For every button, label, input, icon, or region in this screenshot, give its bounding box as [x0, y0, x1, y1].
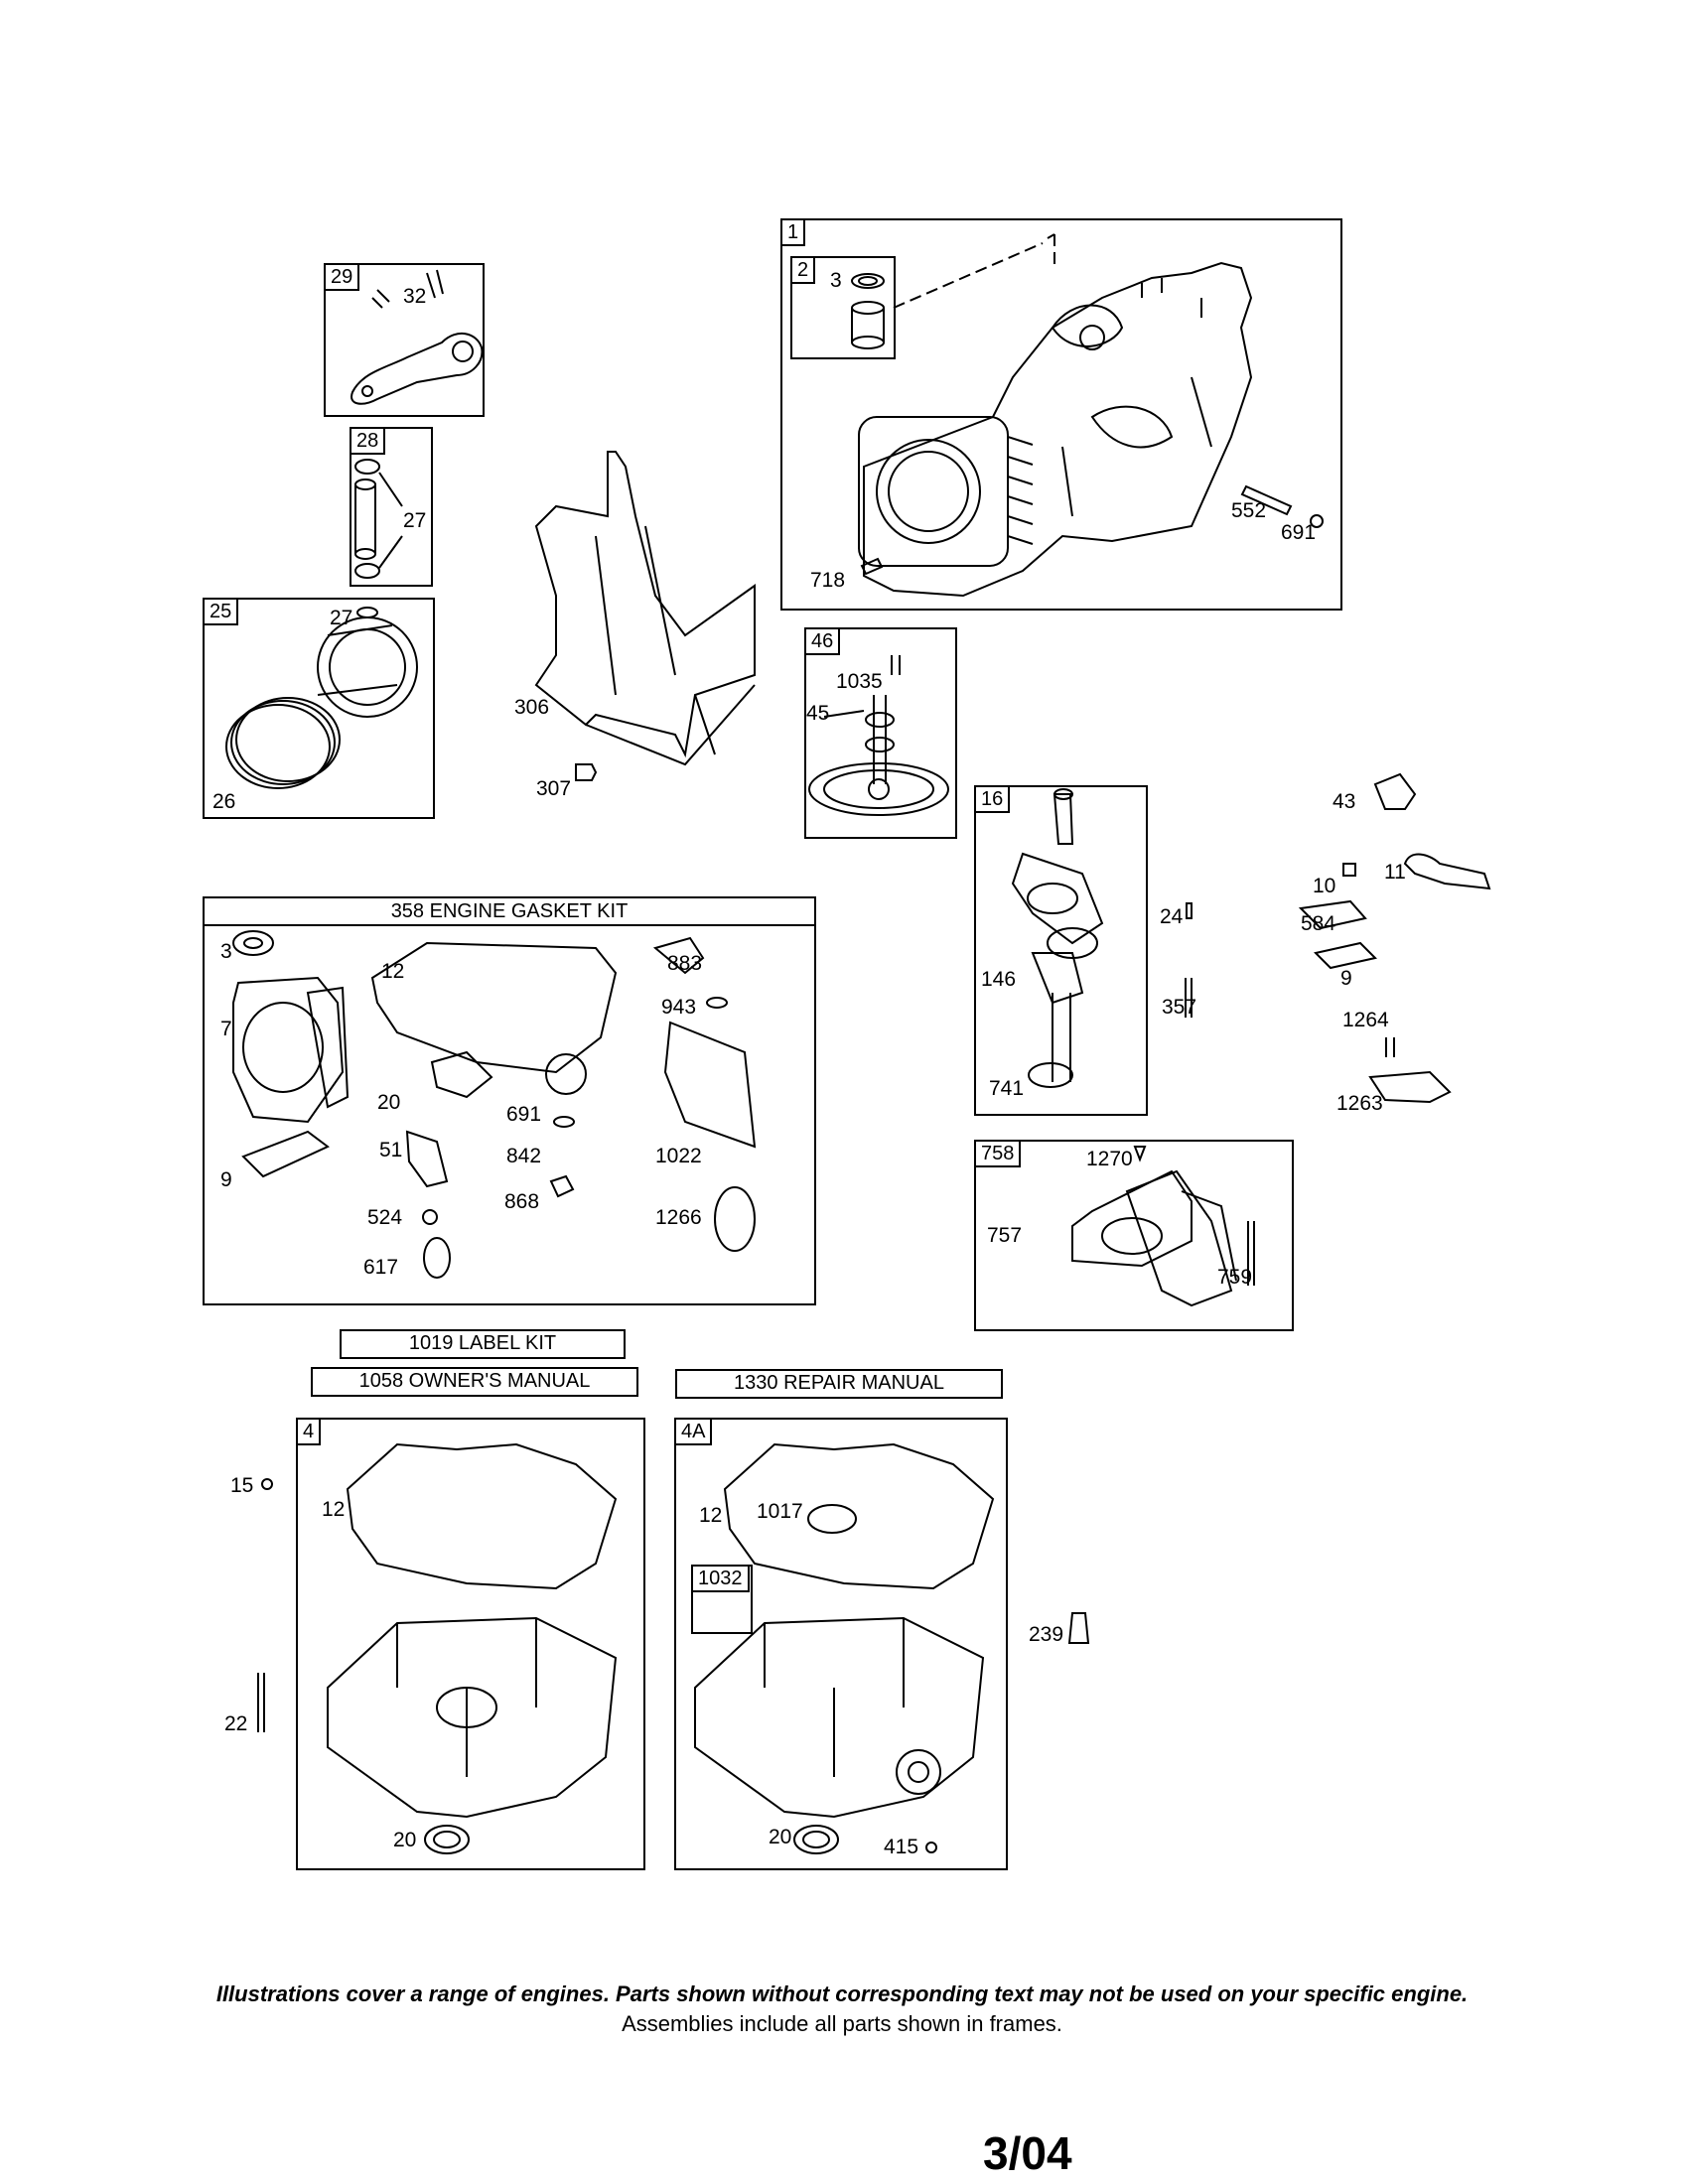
part-label: 32	[403, 285, 427, 308]
frame-16-tag: 16	[976, 787, 1011, 813]
governor-drawing	[1071, 1146, 1255, 1307]
gasket-label: 1022	[655, 1145, 702, 1167]
part-label: 759	[1217, 1266, 1253, 1289]
part-label: 27	[330, 607, 353, 629]
part-label: 20	[393, 1829, 417, 1851]
part-label: 357	[1162, 996, 1197, 1019]
piston-pin-drawing	[354, 459, 403, 579]
crankshaft-drawing	[1011, 788, 1104, 1088]
gasket-label: 1266	[655, 1206, 702, 1229]
part-label: 10	[1313, 875, 1336, 897]
frame-4a-oil-pan: 4A	[674, 1418, 1008, 1870]
part-label: 3	[830, 269, 842, 292]
gasket-label: 691	[506, 1103, 542, 1126]
gasket-label: 51	[379, 1139, 403, 1161]
part-label: 26	[212, 790, 236, 813]
part-label: 741	[989, 1077, 1025, 1100]
gasket-label: 7	[220, 1018, 232, 1040]
frame-2-bushing: 2	[790, 256, 896, 359]
assembly-note: Assemblies include all parts shown in fr…	[622, 2011, 1062, 2036]
frame-16-crankshaft: 16	[974, 785, 1148, 1116]
frame-4-tag: 4	[298, 1420, 322, 1445]
frame-4-oil-pan: 4	[296, 1418, 645, 1870]
repair-manual-box: 1330 REPAIR MANUAL	[675, 1369, 1003, 1399]
part-label: 27	[403, 509, 427, 532]
frame-29-rod: 29	[324, 263, 485, 417]
part-label: 584	[1301, 912, 1336, 935]
piston-drawing	[225, 607, 418, 789]
cylinder-block-drawing	[858, 261, 1253, 598]
gasket-label: 20	[377, 1091, 401, 1114]
frame-28-tag: 28	[351, 429, 386, 455]
frame-28-pin: 28	[350, 427, 433, 587]
frame-25-tag: 25	[205, 600, 239, 625]
part-label: 12	[322, 1498, 346, 1521]
part-label: 22	[224, 1712, 248, 1735]
frame-1032: 1032	[691, 1565, 753, 1634]
gasket-kit-drawing	[232, 930, 757, 1279]
label-kit-box: 1019 LABEL KIT	[340, 1329, 626, 1359]
part-label: 15	[230, 1474, 254, 1497]
bushing-drawing	[851, 273, 885, 349]
part-label: 306	[514, 696, 550, 719]
camshaft-drawing	[808, 655, 949, 816]
frame-1-tag: 1	[782, 220, 806, 246]
gasket-label: 3	[220, 940, 232, 963]
part-label: 43	[1333, 790, 1356, 813]
part-label: 1263	[1336, 1092, 1383, 1115]
part-label: 9	[1340, 967, 1352, 990]
frame-1032-tag: 1032	[693, 1567, 750, 1592]
revision-date: 3/04	[983, 2127, 1072, 2179]
part-label: 691	[1281, 521, 1317, 544]
part-label: 12	[699, 1504, 723, 1527]
part-label: 1035	[836, 670, 883, 693]
leader-line	[893, 233, 1055, 309]
gasket-label: 943	[661, 996, 697, 1019]
oil-pan-4-drawing	[257, 1442, 618, 1854]
part-label: 24	[1160, 905, 1184, 928]
frame-1-cylinder: 1	[780, 218, 1342, 611]
gasket-label: 9	[220, 1168, 232, 1191]
gasket-label: 617	[363, 1256, 399, 1279]
connecting-rod-drawing	[351, 269, 484, 405]
tube-11-drawing	[1403, 853, 1491, 890]
frame-25-piston: 25	[203, 598, 435, 819]
frame-2-tag: 2	[792, 258, 816, 284]
part-label: 1270	[1086, 1148, 1133, 1170]
part-label: 307	[536, 777, 572, 800]
gasket-label: 12	[381, 960, 405, 983]
gasket-label: 868	[504, 1190, 540, 1213]
part-label: 718	[810, 569, 846, 592]
part-label: 415	[884, 1836, 919, 1858]
part-label: 239	[1029, 1623, 1064, 1646]
gasket-label: 842	[506, 1145, 542, 1167]
part-label: 146	[981, 968, 1017, 991]
frame-4a-tag: 4A	[676, 1420, 713, 1445]
gasket-label: 524	[367, 1206, 403, 1229]
frame-gasket-kit: 358 ENGINE GASKET KIT	[203, 896, 816, 1305]
frame-758-governor: 758	[974, 1140, 1294, 1331]
frame-758-tag: 758	[976, 1142, 1022, 1167]
part-label: 552	[1231, 499, 1267, 522]
disclaimer-text: Illustrations cover a range of engines. …	[215, 1981, 1469, 2006]
part-label: 11	[1384, 861, 1406, 884]
owners-manual-box: 1058 OWNER'S MANUAL	[311, 1367, 638, 1397]
gasket-label: 883	[667, 952, 703, 975]
gasket-kit-title: 358 ENGINE GASKET KIT	[205, 898, 814, 926]
part-label: 1264	[1342, 1009, 1389, 1031]
frame-29-tag: 29	[326, 265, 360, 291]
oil-pan-4a-drawing	[261, 1442, 1090, 1854]
frame-46-camshaft: 46	[804, 627, 957, 839]
part-label: 757	[987, 1224, 1023, 1247]
switch-43-drawing	[1373, 772, 1417, 810]
part-label: 20	[769, 1826, 792, 1848]
frame-46-tag: 46	[806, 629, 841, 655]
part-label: 1017	[757, 1500, 803, 1523]
shroud-drawing	[534, 451, 756, 766]
part-label: 45	[806, 702, 830, 725]
